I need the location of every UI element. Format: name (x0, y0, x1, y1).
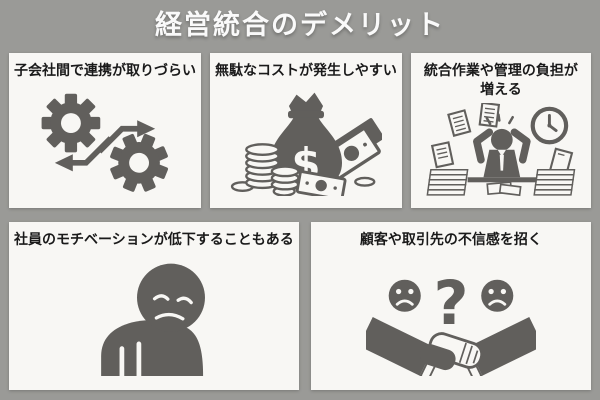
slumped-person (100, 264, 205, 377)
card-icon-area (14, 250, 294, 385)
coin-stack (230, 143, 300, 197)
card-label: 無駄なコストが発生しやすい (215, 62, 397, 81)
page-title: 経営統合のデメリット (155, 10, 445, 41)
card-label: 顧客や取引先の不信感を招く (360, 231, 542, 250)
card-label-line: 子会社間で連携が取りづらい (14, 63, 196, 80)
paper-stack (426, 169, 469, 197)
bottom-row: 社員のモチベーションが低下することもある (9, 222, 591, 390)
coin-icon (354, 177, 376, 188)
card-label-line: 無駄なコストが発生しやすい (215, 63, 397, 80)
card-subsidiaries: 子会社間で連携が取りづらい (9, 53, 201, 209)
banknote-icon (295, 170, 347, 197)
card-label-line: 顧客や取引先の不信感を招く (359, 232, 542, 249)
card-icon-area: $ (215, 81, 397, 203)
sad-face-icon (481, 280, 514, 313)
gears-exchange-icon (41, 93, 178, 195)
sad-face (152, 294, 193, 321)
card-label-line: 社員のモチベーションが低下することもある (14, 232, 294, 249)
card-workload: 統合作業や管理の負担が 増える (410, 53, 591, 209)
card-label: 統合作業や管理の負担が 増える (424, 62, 578, 100)
card-motivation: 社員のモチベーションが低下することもある (9, 222, 299, 390)
card-label-line: 増える (480, 81, 522, 98)
document-icon (430, 141, 455, 169)
desk (467, 177, 536, 183)
card-label: 社員のモチベーションが低下することもある (14, 231, 294, 250)
clock-icon (530, 107, 569, 145)
card-icon-area (14, 81, 196, 203)
demotivated-person-icon (100, 264, 205, 377)
card-distrust: 顧客や取引先の不信感を招く ? (310, 222, 591, 390)
exchange-arrows (54, 120, 156, 172)
gear-icon (41, 93, 101, 153)
sad-face-icon (388, 280, 421, 313)
card-icon-area (416, 100, 586, 203)
papers-on-desk (486, 181, 522, 197)
card-label: 子会社間で連携が取りづらい (14, 62, 196, 81)
document-icon (447, 109, 472, 138)
handshake (365, 317, 536, 377)
card-label-line: 統合作業や管理の負担が (423, 63, 578, 80)
paper-stack (533, 169, 576, 197)
overworked-person-icon (426, 103, 576, 197)
card-costs: 無駄なコストが発生しやすい $ (210, 53, 402, 209)
money-bag-icon: $ (230, 93, 382, 197)
stressed-person (472, 113, 531, 178)
card-icon-area: ? (316, 250, 586, 385)
question-mark: ? (433, 270, 468, 340)
top-row: 子会社間で連携が取りづらい (9, 53, 591, 209)
distrust-handshake-icon: ? (365, 270, 536, 377)
